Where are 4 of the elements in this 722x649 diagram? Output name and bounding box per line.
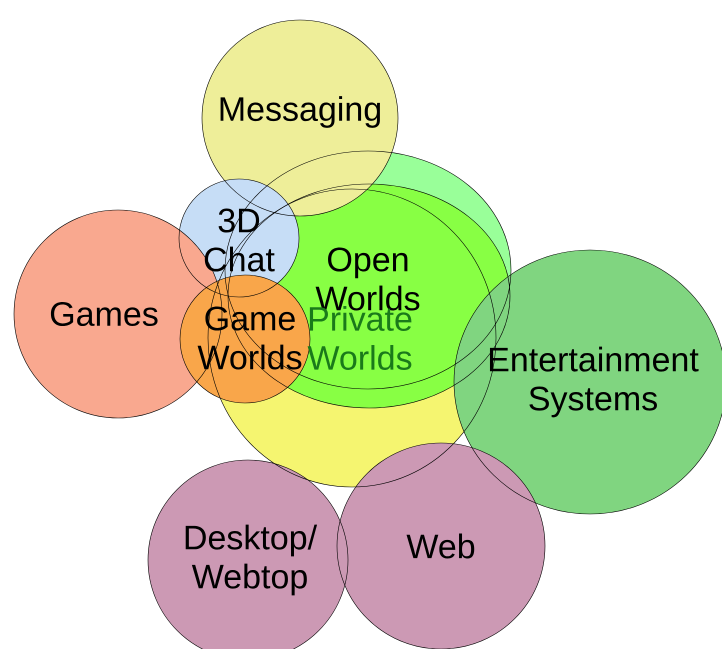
circle-label: Games bbox=[50, 302, 158, 326]
circle-label: Web bbox=[406, 534, 474, 558]
circle-label: Desktop/ Webtop bbox=[186, 524, 318, 596]
circle-label: Messaging bbox=[220, 96, 380, 128]
